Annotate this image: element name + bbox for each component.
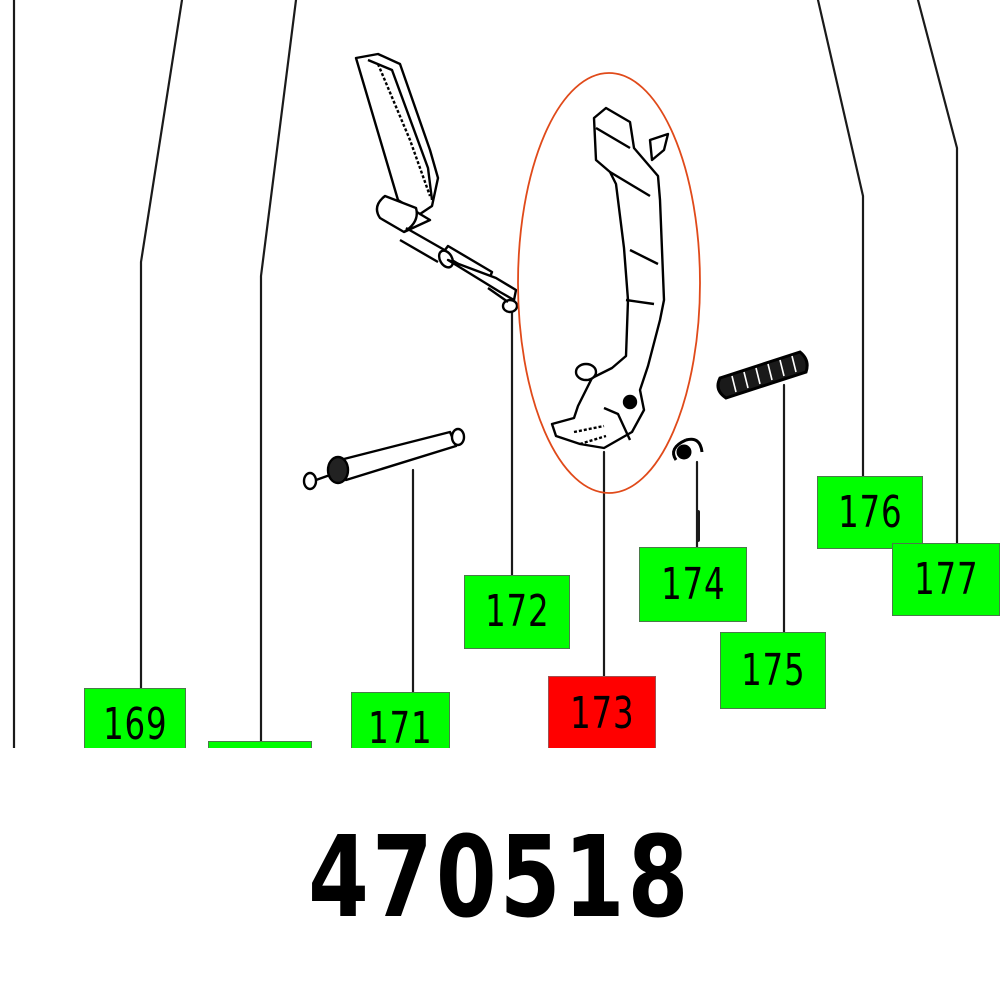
callout-169[interactable]: 169 <box>84 688 186 748</box>
selection-ellipse <box>517 72 701 494</box>
part-number-text: 470518 <box>308 813 692 943</box>
callout-176[interactable]: 176 <box>817 476 923 549</box>
callout-label: 174 <box>660 558 726 610</box>
leader-line-170 <box>259 0 298 744</box>
leader-line-169 <box>139 0 184 692</box>
callout-label: 169 <box>102 699 168 748</box>
callout-170[interactable] <box>208 741 312 748</box>
compression-spring-drawing <box>716 350 809 400</box>
lever-arm-drawing <box>354 52 519 314</box>
diagram-area: 169 171 172 173 174 175 176 177 <box>12 0 1000 748</box>
callout-label: 173 <box>569 688 635 739</box>
callout-175[interactable]: 175 <box>720 632 826 709</box>
part-number-heading: 470518 <box>0 822 1000 934</box>
callout-label: 171 <box>368 703 433 749</box>
callout-label: 176 <box>837 486 903 538</box>
callout-172[interactable]: 172 <box>464 575 570 649</box>
callout-173-selected[interactable]: 173 <box>548 676 656 748</box>
shaft-pin-drawing <box>302 427 466 491</box>
leader-lines-and-drawings <box>12 0 959 748</box>
callout-label: 172 <box>484 586 550 637</box>
callout-label: 177 <box>913 553 979 605</box>
callout-174[interactable]: 174 <box>639 547 747 622</box>
bracket-lever-drawing <box>550 106 670 450</box>
leader-line-177 <box>916 0 959 547</box>
callout-177[interactable]: 177 <box>892 543 1000 616</box>
retaining-clip-drawing <box>672 437 704 461</box>
callout-171[interactable]: 171 <box>351 692 450 748</box>
leader-line-176 <box>816 0 865 479</box>
callout-label: 175 <box>740 644 806 696</box>
